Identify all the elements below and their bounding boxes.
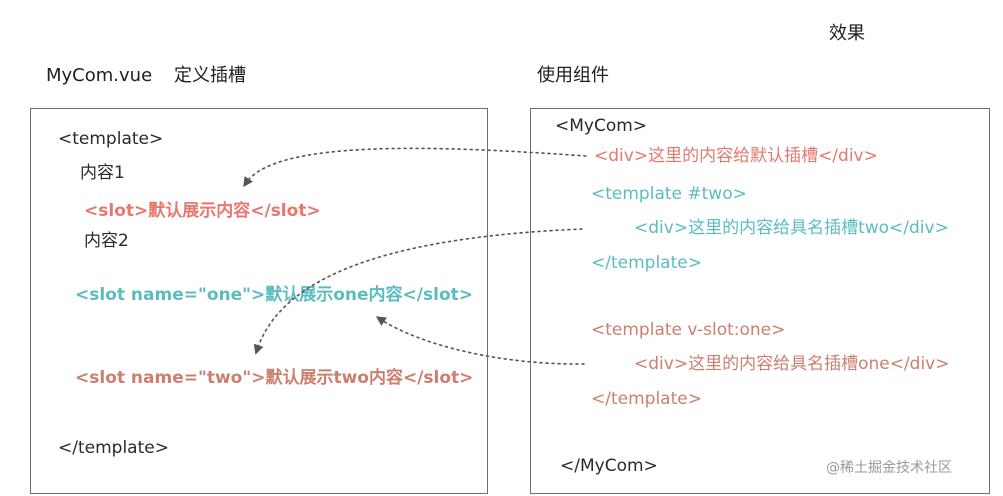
content-2-text: 内容2 [84,231,129,251]
arrow-two-slot [253,228,583,355]
file-name-label: MyCom.vue [46,65,153,86]
define-slots-label: 定义插槽 [174,65,246,86]
template-two-open-tag: <template #two> [591,184,747,204]
default-content-div: <div>这里的内容给默认插槽</div> [594,146,878,166]
slot-one-tag: <slot name="one">默认展示one内容</slot> [75,285,474,305]
default-slot-tag: <slot>默认展示内容</slot> [84,201,321,221]
slot-definition-box [30,108,488,494]
content-1-text: 内容1 [80,163,125,183]
mycom-close-tag: </MyCom> [560,456,658,476]
component-usage-box [530,108,990,494]
template-two-close-tag: </template> [591,253,702,273]
arrow-one-slot [375,316,585,365]
use-component-label: 使用组件 [537,65,609,86]
mycom-open-tag: <MyCom> [555,116,648,136]
template-one-close-tag: </template> [591,389,702,409]
watermark: @稀土掘金技术社区 [826,460,952,476]
effect-label: 效果 [829,23,865,44]
one-content-div: <div>这里的内容给具名插槽one</div> [634,354,950,374]
template-open-tag: <template> [58,129,164,149]
arrow-default-slot [243,147,587,188]
two-content-div: <div>这里的内容给具名插槽two</div> [634,218,949,238]
template-one-open-tag: <template v-slot:one> [591,320,786,340]
template-close-tag: </template> [58,438,169,458]
slot-two-tag: <slot name="two">默认展示two内容</slot> [75,368,474,388]
